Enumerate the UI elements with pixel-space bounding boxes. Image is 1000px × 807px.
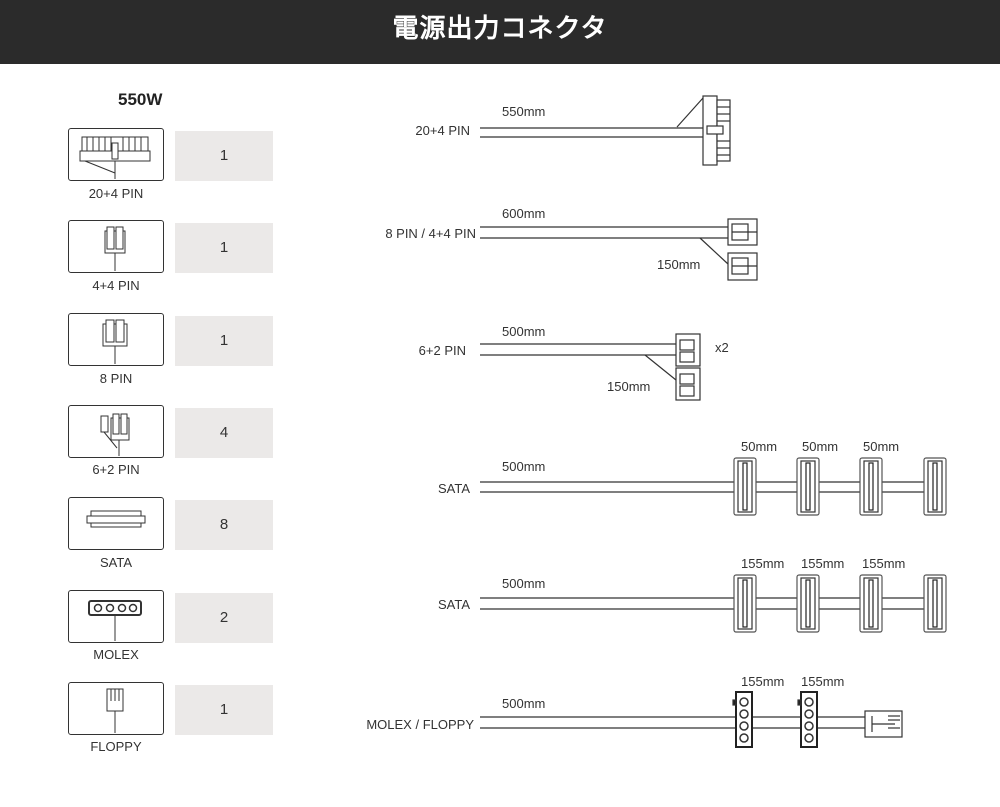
segment-length: 50mm bbox=[741, 439, 778, 454]
cable-label: MOLEX / FLOPPY bbox=[366, 717, 474, 732]
eps-4plus4-icon bbox=[68, 220, 164, 273]
connector-count: 1 bbox=[175, 223, 273, 273]
cable-atx bbox=[480, 95, 731, 166]
pcie-6plus2-icon bbox=[68, 405, 164, 458]
cable-sata-2 bbox=[480, 574, 947, 633]
page-title: 電源出力コネクタ bbox=[392, 14, 608, 44]
cable-label: 6+2 PIN bbox=[418, 343, 466, 358]
cable-label: 8 PIN / 4+4 PIN bbox=[385, 226, 476, 241]
page-header: 電源出力コネクタ bbox=[0, 0, 1000, 64]
connector-count: 1 bbox=[175, 131, 273, 181]
connector-count: 2 bbox=[175, 593, 273, 643]
cable-molex-floppy bbox=[480, 691, 903, 748]
segment-length: 155mm bbox=[801, 556, 845, 571]
connector-name: 8 PIN bbox=[99, 371, 133, 386]
segment-length: 155mm bbox=[741, 556, 785, 571]
cable-sata-1 bbox=[480, 457, 947, 516]
connector-count: 1 bbox=[175, 316, 273, 366]
cable-eps bbox=[480, 218, 758, 281]
branch-length: 150mm bbox=[607, 379, 651, 394]
sata-icon bbox=[68, 497, 164, 550]
connector-name: 20+4 PIN bbox=[88, 186, 144, 201]
connector-name: 4+4 PIN bbox=[92, 278, 140, 293]
wattage-label: 550W bbox=[118, 90, 163, 109]
segment-length: 50mm bbox=[863, 439, 900, 454]
connector-name: FLOPPY bbox=[90, 739, 142, 754]
cable-label: 20+4 PIN bbox=[415, 123, 470, 138]
atx-24pin-icon bbox=[68, 128, 164, 181]
connector-name: MOLEX bbox=[93, 647, 139, 662]
multiplier: x2 bbox=[715, 340, 729, 355]
connector-count: 1 bbox=[175, 685, 273, 735]
segment-length: 155mm bbox=[862, 556, 906, 571]
segment-length: 155mm bbox=[801, 674, 845, 689]
cable-length: 550mm bbox=[502, 104, 546, 119]
segment-length: 155mm bbox=[741, 674, 785, 689]
cable-length: 600mm bbox=[502, 206, 546, 221]
connector-count: 8 bbox=[175, 500, 273, 550]
cable-length: 500mm bbox=[502, 459, 546, 474]
molex-icon bbox=[68, 590, 164, 643]
cable-pcie bbox=[480, 333, 701, 401]
cable-length: 500mm bbox=[502, 324, 546, 339]
branch-length: 150mm bbox=[657, 257, 701, 272]
cable-length: 500mm bbox=[502, 576, 546, 591]
connector-name: SATA bbox=[99, 555, 133, 570]
eps-8pin-icon bbox=[68, 313, 164, 366]
connector-count: 4 bbox=[175, 408, 273, 458]
cable-label: SATA bbox=[437, 597, 470, 612]
cable-label: SATA bbox=[437, 481, 470, 496]
floppy-icon bbox=[68, 682, 164, 735]
segment-length: 50mm bbox=[802, 439, 839, 454]
cable-length: 500mm bbox=[502, 696, 546, 711]
connector-name: 6+2 PIN bbox=[92, 462, 140, 477]
